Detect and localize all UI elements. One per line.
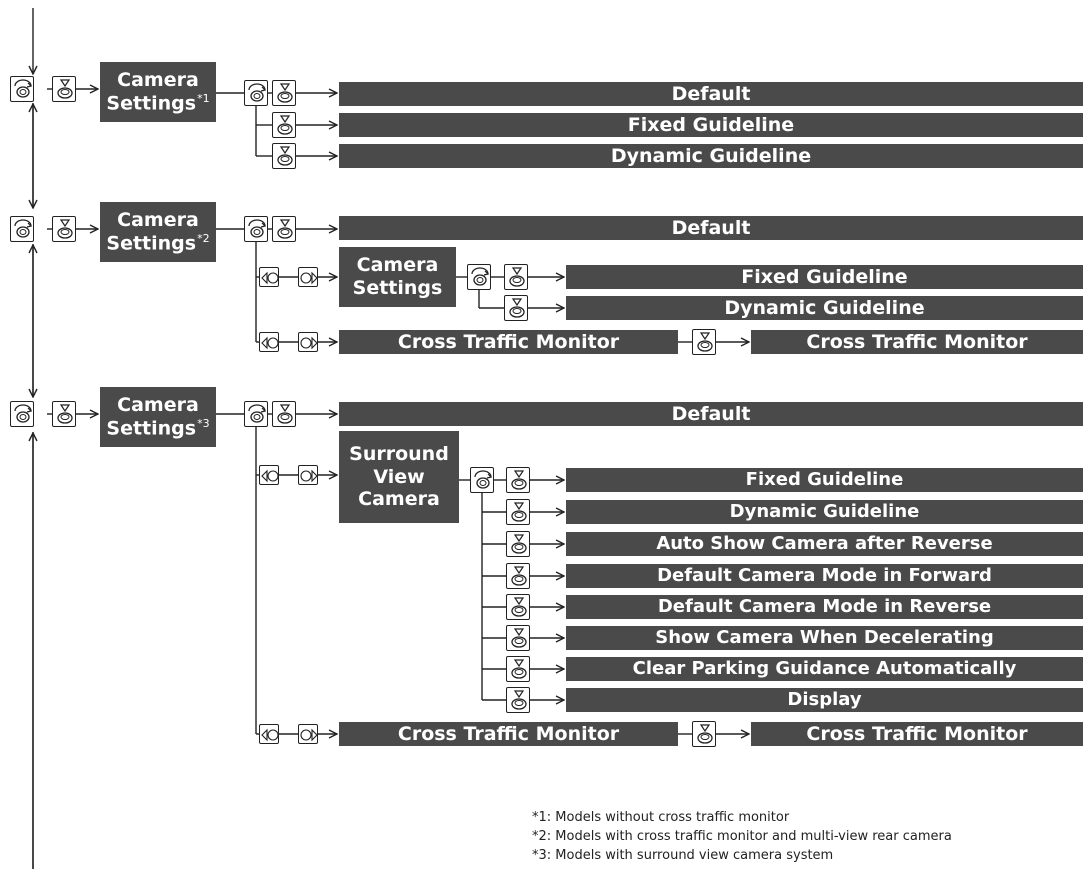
footnote-mark-3: *3 — [197, 416, 210, 430]
sub-title-line3: Camera — [358, 488, 440, 511]
camera-settings-sub-box: Camera Settings — [339, 247, 456, 307]
camera-settings-box-3: Camera Settings*3 — [100, 387, 216, 447]
fixed-guideline-option-1: Fixed Guideline — [339, 113, 1083, 137]
camera-settings-title-line2: Settings — [106, 232, 197, 255]
surround-item-display: Display — [566, 688, 1083, 712]
press-knob-icon — [504, 295, 528, 321]
press-knob-icon — [272, 112, 296, 138]
dynamic-guideline-option-1: Dynamic Guideline — [339, 144, 1083, 168]
camera-settings-title-line2: Settings — [106, 92, 197, 115]
press-knob-icon — [52, 76, 76, 102]
press-knob-icon — [506, 499, 530, 525]
press-knob-icon — [506, 594, 530, 620]
move-left-icon — [259, 267, 279, 287]
press-knob-icon — [504, 264, 528, 290]
press-knob-icon — [52, 216, 76, 242]
move-right-icon — [298, 465, 318, 485]
surround-item-default-mode-forward: Default Camera Mode in Forward — [566, 564, 1083, 588]
camera-settings-title-line1: Camera — [117, 69, 199, 92]
sub-title-line2: Settings — [352, 277, 443, 299]
press-knob-icon — [506, 531, 530, 557]
camera-settings-box-1: Camera Settings*1 — [100, 62, 216, 122]
cross-traffic-monitor-menu-2: Cross Traffic Monitor — [339, 330, 678, 354]
rotate-knob-icon — [467, 264, 491, 290]
sub-title-line1: Camera — [356, 254, 439, 277]
surround-item-dynamic-guideline: Dynamic Guideline — [566, 500, 1083, 524]
move-right-icon — [298, 267, 318, 287]
footnote-2: *2: Models with cross traffic monitor an… — [532, 829, 952, 844]
camera-settings-box-2: Camera Settings*2 — [100, 202, 216, 262]
rotate-knob-icon — [10, 216, 34, 242]
footnote-3: *3: Models with surround view camera sys… — [532, 848, 834, 863]
press-knob-icon — [272, 401, 296, 427]
surround-item-show-when-decelerating: Show Camera When Decelerating — [566, 626, 1083, 650]
press-knob-icon — [692, 721, 716, 747]
rotate-knob-icon — [10, 76, 34, 102]
press-knob-icon — [506, 656, 530, 682]
default-option-2: Default — [339, 216, 1083, 240]
move-left-icon — [259, 332, 279, 352]
footnote-mark-1: *1 — [197, 91, 210, 105]
press-knob-icon — [692, 329, 716, 355]
rotate-knob-icon — [470, 467, 494, 493]
sub-title-line2: View — [373, 465, 425, 488]
surround-item-auto-show-camera: Auto Show Camera after Reverse — [566, 532, 1083, 556]
rotate-knob-icon — [244, 401, 268, 427]
default-option-1: Default — [339, 82, 1083, 106]
press-knob-icon — [272, 216, 296, 242]
fixed-guideline-option-2: Fixed Guideline — [566, 265, 1083, 289]
move-left-icon — [259, 465, 279, 485]
press-knob-icon — [506, 563, 530, 589]
press-knob-icon — [506, 625, 530, 651]
cross-traffic-monitor-option-3: Cross Traffic Monitor — [751, 722, 1083, 746]
move-left-icon — [259, 724, 279, 744]
press-knob-icon — [506, 687, 530, 713]
sub-title-line1: Surround — [349, 442, 449, 465]
rotate-knob-icon — [244, 216, 268, 242]
surround-item-clear-parking-guidance: Clear Parking Guidance Automatically — [566, 657, 1083, 681]
rotate-knob-icon — [10, 401, 34, 427]
cross-traffic-monitor-option-2: Cross Traffic Monitor — [751, 330, 1083, 354]
press-knob-icon — [272, 80, 296, 106]
cross-traffic-monitor-menu-3: Cross Traffic Monitor — [339, 722, 678, 746]
press-knob-icon — [52, 401, 76, 427]
footnote-1: *1: Models without cross traffic monitor — [532, 810, 790, 825]
camera-settings-title-line1: Camera — [117, 394, 199, 417]
move-right-icon — [298, 332, 318, 352]
footnote-mark-2: *2 — [197, 231, 210, 245]
surround-item-default-mode-reverse: Default Camera Mode in Reverse — [566, 595, 1083, 619]
surround-view-camera-box: Surround View Camera — [339, 431, 459, 523]
camera-settings-title-line1: Camera — [117, 209, 199, 232]
camera-settings-title-line2: Settings — [106, 417, 197, 440]
dynamic-guideline-option-2: Dynamic Guideline — [566, 296, 1083, 320]
press-knob-icon — [506, 467, 530, 493]
footnotes: *1: Models without cross traffic monitor… — [532, 808, 952, 865]
default-option-3: Default — [339, 402, 1083, 426]
press-knob-icon — [272, 143, 296, 169]
move-right-icon — [298, 724, 318, 744]
rotate-knob-icon — [244, 80, 268, 106]
surround-item-fixed-guideline: Fixed Guideline — [566, 468, 1083, 492]
